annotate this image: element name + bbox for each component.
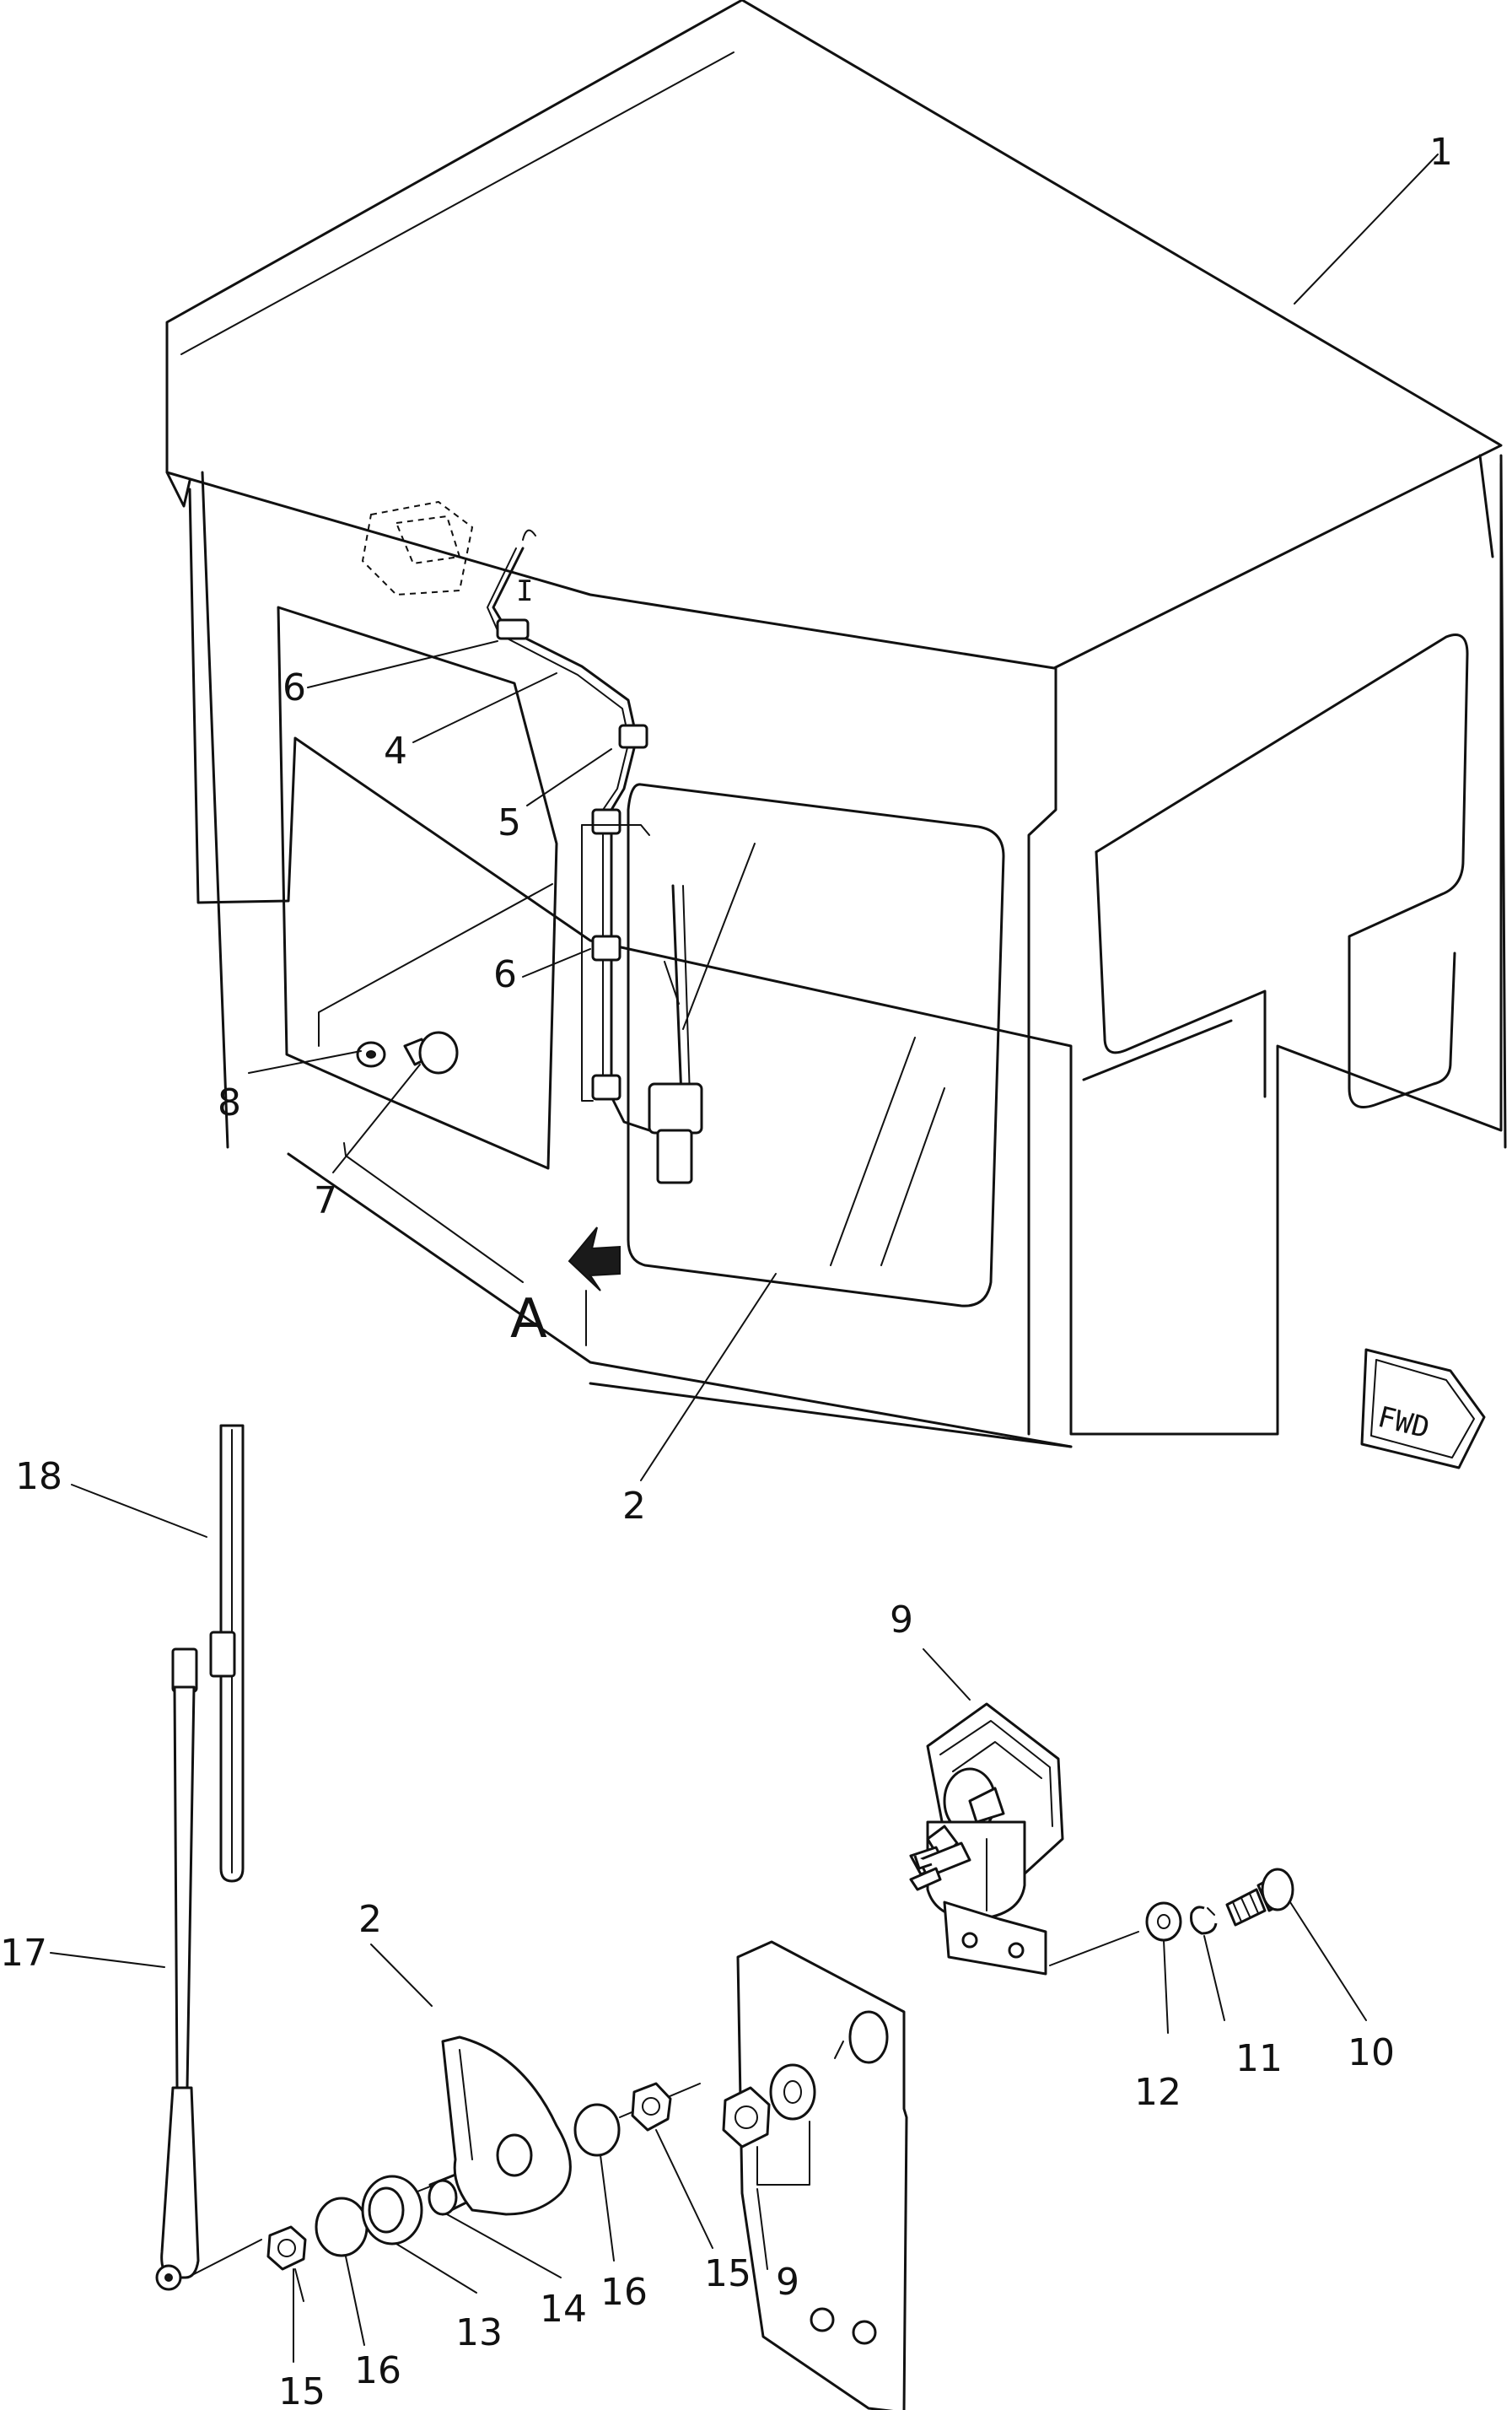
washer-16-mid: [573, 2103, 621, 2157]
callout-17: 17: [0, 1932, 47, 1975]
callout-15-low: 15: [278, 2370, 326, 2410]
callout-13: 13: [455, 2311, 503, 2354]
callout-8: 8: [218, 1081, 241, 1124]
bolt-7-cab: [356, 1031, 459, 1075]
mounted-wiper-motor: [648, 1082, 703, 1135]
nut-15-low: [266, 2225, 307, 2271]
kit-9-washer: [769, 2063, 816, 2121]
callout-6-upper: 6: [282, 666, 306, 709]
wiper-blade-18: [209, 1424, 245, 1883]
callout-6-lower: 6: [493, 953, 517, 996]
nut-15-mid: [631, 2082, 672, 2132]
callout-16-mid: 16: [600, 2271, 648, 2314]
cab-body: [165, 0, 1507, 1448]
hose-clamp-mid: [618, 724, 648, 749]
callout-5: 5: [498, 801, 521, 844]
grommet-13: [361, 2175, 423, 2246]
callout-12: 12: [1134, 2071, 1181, 2114]
svg-text:I: I: [516, 574, 533, 608]
callout-9-motor: 9: [890, 1599, 913, 1642]
washer-16-low: [315, 2197, 369, 2257]
callout-4: 4: [384, 730, 407, 773]
cover-plate-2: [441, 2035, 572, 2216]
callout-18: 18: [15, 1455, 62, 1498]
callout-16-low: 16: [354, 2349, 401, 2392]
callout-15-mid-visible: 15: [704, 2252, 751, 2295]
wiper-arm-17: [155, 1647, 200, 2291]
hose-clamp-3: [591, 1074, 621, 1101]
leader-lines: [50, 154, 1439, 2363]
callout-10: 10: [1348, 2031, 1395, 2074]
bolt-10: [1225, 1868, 1294, 1927]
fwd-arrow-badge: FWD: [1360, 1348, 1486, 1469]
lock-washer-11: [1190, 1906, 1218, 1935]
hose-clamp-upper: [496, 618, 530, 640]
mounted-wiper: [648, 884, 703, 1184]
callout-11: 11: [1235, 2037, 1283, 2080]
hose-clamp-2: [591, 935, 621, 962]
callout-2-cab: 2: [622, 1485, 646, 1528]
hose-clamp-1: [591, 808, 621, 835]
callout-1: 1: [1429, 131, 1453, 174]
kit-9-nut: [722, 2086, 771, 2149]
washer-hose-assembly: I: [487, 529, 651, 1132]
callout-7: 7: [314, 1179, 337, 1222]
washer-12: [1145, 1901, 1182, 1942]
callout-14: 14: [540, 2288, 587, 2331]
view-label-a: A: [510, 1288, 547, 1351]
callout-2-plate: 2: [358, 1898, 382, 1941]
direction-arrow-icon: [568, 1227, 621, 1291]
wiper-motor-9: [909, 1702, 1064, 1976]
callouts: 1 6 4 5 6 8 7 2 18 17 2 9 10 11 12 9 9 1…: [0, 131, 1453, 2410]
callout-9-kit-visible: 9: [776, 2261, 799, 2304]
motor-bracket: [736, 1940, 908, 2410]
